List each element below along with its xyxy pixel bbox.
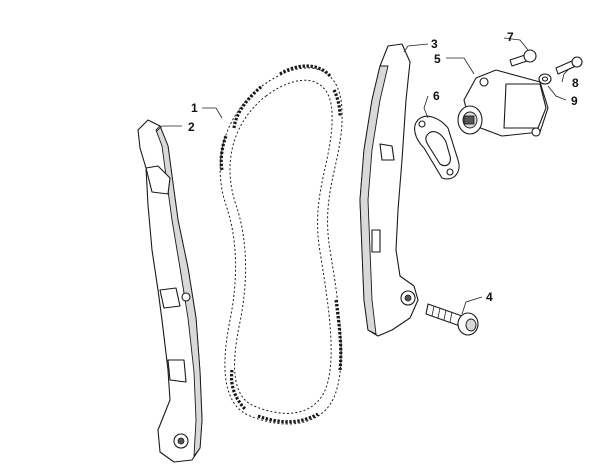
callout-2: 2 [188, 120, 195, 134]
bolt-part-7 [509, 49, 537, 67]
tensioner-guide-part-3 [359, 43, 419, 337]
washer-part-9 [538, 73, 552, 85]
callout-4: 4 [486, 290, 493, 304]
callout-9: 9 [571, 94, 578, 108]
chain-guide-part-2 [137, 119, 203, 463]
callout-7: 7 [507, 30, 514, 44]
callout-3: 3 [431, 37, 438, 51]
callout-8: 8 [572, 76, 579, 90]
callout-6: 6 [433, 89, 440, 103]
timing-chain-part-1 [219, 64, 343, 425]
callout-5: 5 [434, 52, 441, 66]
pivot-bolt-part-4 [425, 303, 479, 336]
tensioner-part-5 [457, 69, 549, 137]
bolt-part-8 [555, 56, 583, 75]
leader-lines [155, 37, 571, 315]
callout-1: 1 [191, 101, 198, 115]
gasket-part-6 [414, 115, 460, 180]
